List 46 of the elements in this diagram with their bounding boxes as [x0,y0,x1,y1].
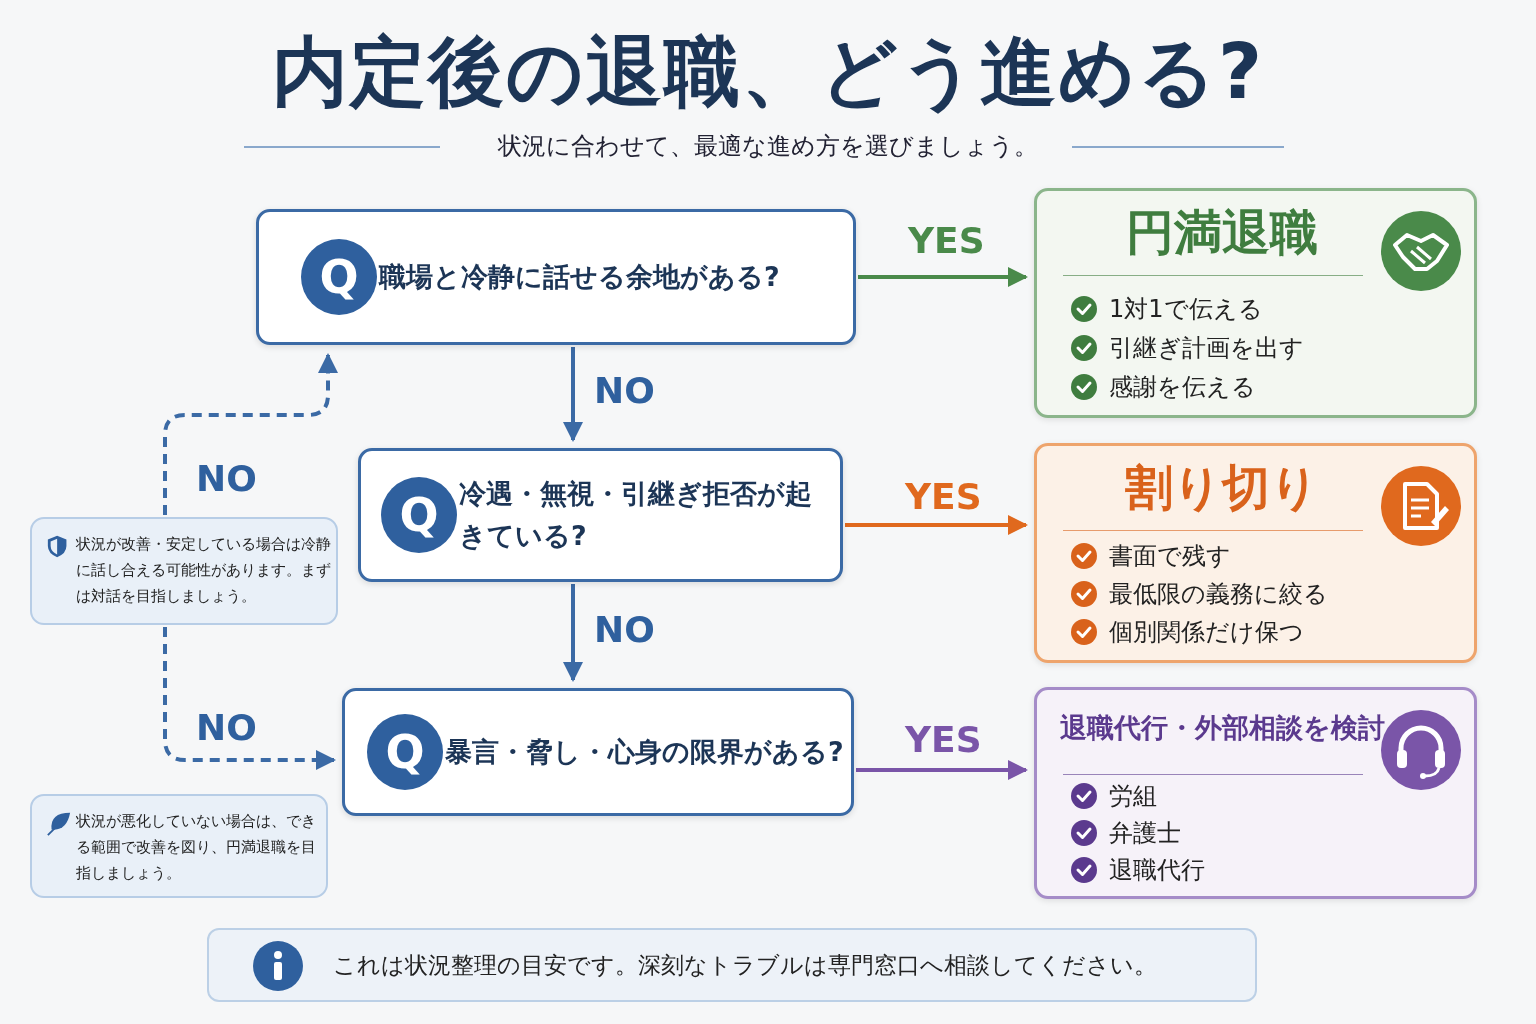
list-item: 引継ぎ計画を出す [1109,333,1304,364]
list-item: 退職代行 [1109,855,1205,886]
q-badge: Q [381,477,457,553]
card-heading: 退職代行・外部相談を検討 [1058,711,1386,745]
list-item: 感謝を伝える [1109,372,1256,403]
edge-label: NO [594,609,655,650]
footer-note: これは状況整理の目安です。深刻なトラブルは専門窓口へ相談してください。 [333,951,1157,980]
list-item: 書面で残す [1109,541,1231,572]
card-heading: 円満退職 [1125,203,1319,262]
list-item: 1対1で伝える [1109,294,1263,325]
question-text: 職場と冷静に話せる余地がある? [379,260,781,294]
arrow [563,584,583,682]
title: 内定後の退職、どう進める? [271,27,1265,116]
result-card [1034,443,1477,663]
edge-label: YES [905,476,982,517]
edge-label: YES [905,719,982,760]
question-text: 冷遇・無視・引継ぎ拒否が起きている? [459,477,813,553]
q-badge: Q [367,714,443,790]
edge-label: NO [196,707,257,748]
list-item: 弁護士 [1109,818,1181,849]
note-box [30,517,338,625]
info-box [207,928,1257,1002]
note-text: 状況が改善・安定している場合は冷静に話し合える可能性があります。まずは対話を目指しましょう。 [76,534,332,607]
subtitle: 状況に合わせて、最適な進め方を選びましょう。 [497,131,1039,162]
edge-label: NO [594,370,655,411]
note-text: 状況が悪化していない場合は、できる範囲で改善を図り、円満退職を目指しましょう。 [76,811,317,884]
question-box [256,209,856,345]
arrow [858,267,1028,287]
q-badge: Q [301,239,377,315]
arrow [845,515,1028,535]
question-box [342,688,854,816]
arrow [856,760,1028,780]
edge-label: YES [908,220,985,261]
list-item: 個別関係だけ保つ [1109,617,1304,648]
list-item: 労組 [1109,781,1157,812]
result-card [1034,687,1477,899]
question-text: 暴言・脅し・心身の限界がある? [445,735,845,769]
dashed-arrow [163,627,336,770]
card-heading: 割り切り [1124,458,1320,517]
arrow [563,347,583,442]
result-card [1034,188,1477,418]
edge-label: NO [196,458,257,499]
question-box [358,448,843,582]
note-box [30,794,328,898]
dashed-arrow [163,353,338,515]
list-item: 最低限の義務に絞る [1109,579,1328,610]
